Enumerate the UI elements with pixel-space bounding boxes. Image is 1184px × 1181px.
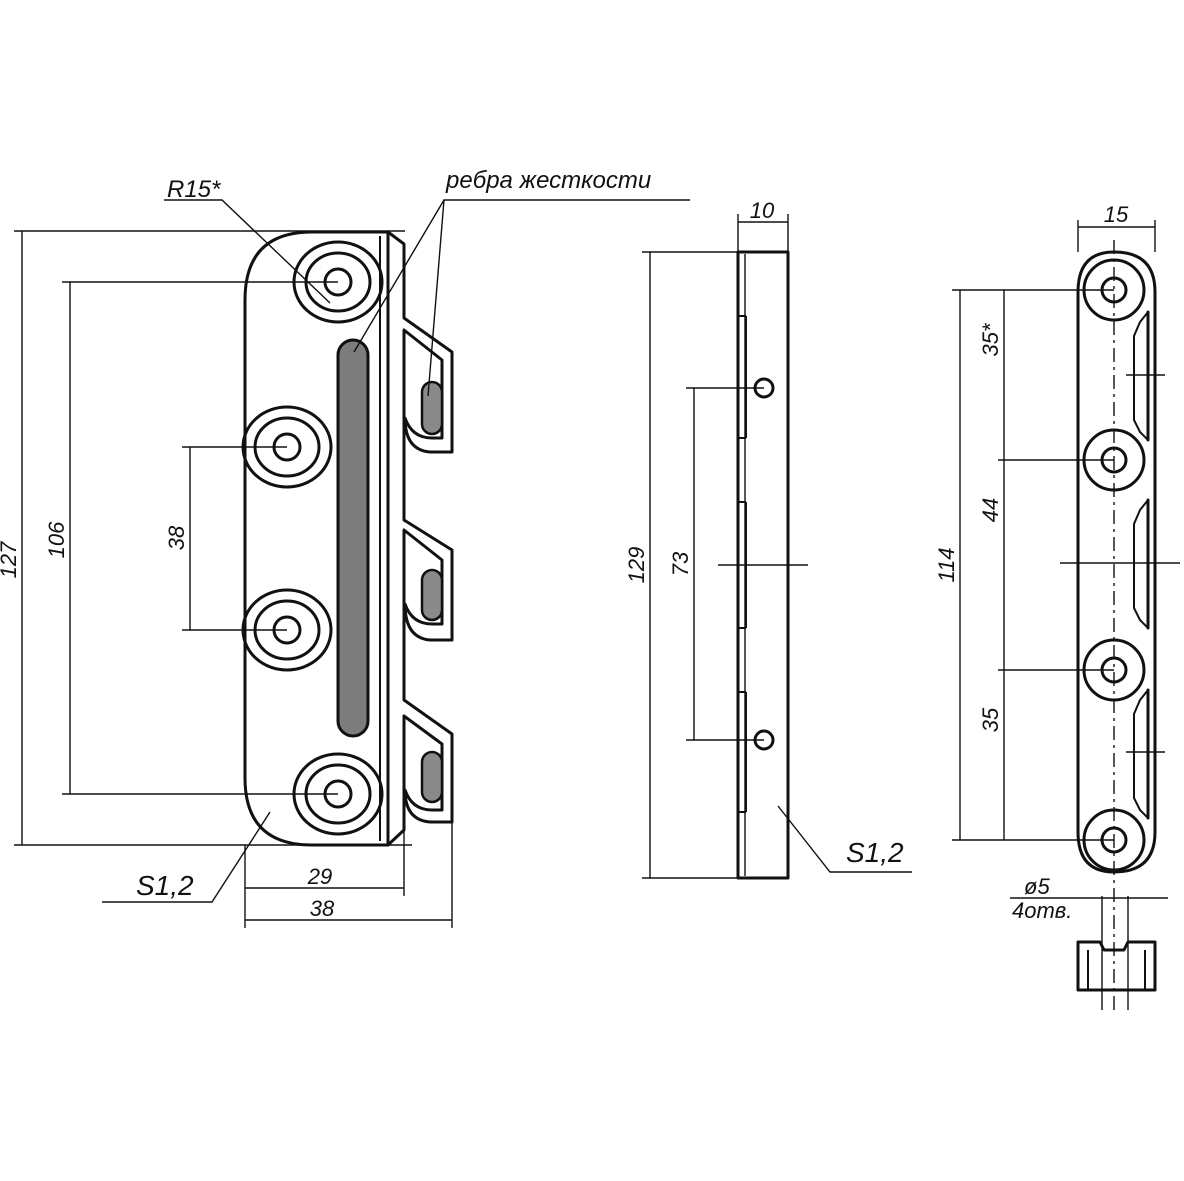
flange-slot-3: [420, 750, 444, 804]
dim-end-width: 15: [1104, 202, 1129, 227]
radius-label: R15*: [167, 176, 221, 203]
dim-side-width: 10: [750, 198, 775, 223]
dim-front-width-29: 29: [307, 864, 332, 889]
dim-side-height: 129: [624, 547, 649, 584]
hole-diameter-label: ø5: [1024, 874, 1050, 899]
stiffening-rib: [336, 338, 370, 738]
end-view: 15 114 35* 44 35 ø5 4отв.: [934, 202, 1180, 1012]
ribs-label: ребра жесткости: [445, 167, 651, 194]
thickness-label-side: S1,2: [846, 837, 904, 868]
dim-end-pitch-top: 35*: [978, 322, 1003, 356]
dim-side-pitch: 73: [668, 551, 693, 576]
thickness-label-front: S1,2: [136, 870, 194, 901]
flange-slot-2: [420, 568, 444, 622]
hole-count-label: 4отв.: [1012, 898, 1072, 923]
front-view: R15* ребра жесткости S1,2 127 106 38 29 …: [0, 167, 690, 928]
dim-end-pitch-mid: 44: [978, 498, 1003, 522]
dim-front-hole-span: 106: [44, 521, 69, 558]
dim-end-height: 114: [934, 547, 959, 582]
side-view: 10 129 73 S1,2: [624, 198, 912, 880]
dim-front-height: 127: [0, 541, 21, 578]
dim-end-pitch-bottom: 35: [978, 707, 1003, 732]
dim-front-inner-pitch: 38: [164, 525, 189, 550]
flange-slot-1: [420, 380, 444, 436]
dim-front-width-38: 38: [310, 896, 335, 921]
